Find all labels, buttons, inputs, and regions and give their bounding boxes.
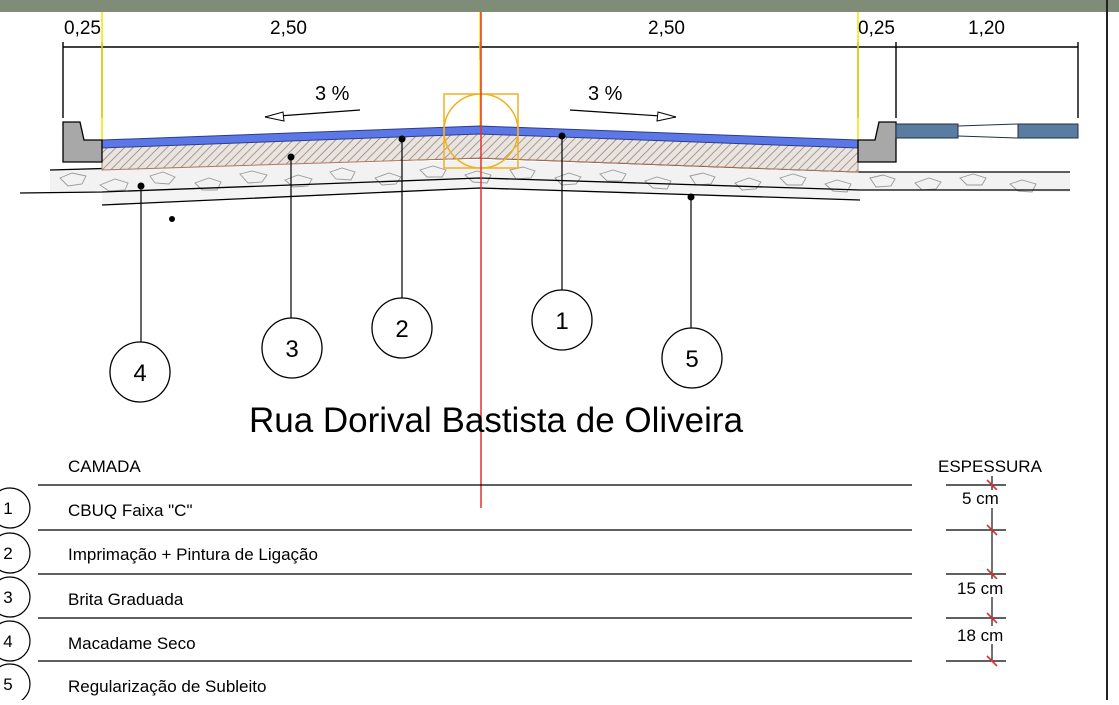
callout-circle-3 — [261, 317, 323, 379]
thickness-label-mask — [960, 490, 1006, 508]
curb-right — [857, 121, 897, 163]
thickness-dimensions: 5 cm 15 cm 18 cm — [946, 476, 1011, 667]
row-number: 3 — [3, 588, 12, 607]
dimension-label: 0,25 — [858, 18, 895, 39]
row-label: CBUQ Faixa "C" — [68, 501, 192, 520]
thickness-label-mask — [955, 626, 1011, 644]
slope-right: 3 % — [569, 83, 677, 122]
dimension-label: 2,50 — [648, 18, 685, 39]
dimension-chain: 0,25 2,50 2,50 0,25 1,20 — [62, 18, 1079, 118]
slope-arrow-head — [264, 111, 285, 122]
row-label: Macadame Seco — [68, 634, 196, 653]
street-title: Rua Dorival Bastista de Oliveira — [249, 401, 744, 440]
thickness-value: 18 cm — [957, 626, 1003, 645]
thickness-ticks — [986, 479, 998, 667]
callouts: 4 3 2 1 5 — [109, 132, 723, 403]
callout-circle-5 — [661, 327, 723, 389]
dimension-label: 1,20 — [968, 18, 1005, 39]
row-number: 2 — [3, 544, 12, 563]
callout-circle-4 — [109, 341, 171, 403]
table-header-thickness: ESPESSURA — [938, 457, 1043, 476]
sidewalk-paver — [1017, 123, 1079, 139]
row-label: Imprimação + Pintura de Ligação — [68, 545, 318, 564]
sidewalk-edge — [957, 123, 1019, 127]
sidewalk — [895, 123, 1079, 139]
thickness-label-mask — [955, 579, 1011, 597]
thickness-value: 5 cm — [962, 489, 999, 508]
sidewalk-paver — [895, 123, 959, 139]
row-number: 4 — [3, 632, 12, 651]
slope-arrow-head — [656, 111, 677, 122]
callout-number-4: 4 — [133, 360, 146, 387]
slope-left: 3 % — [264, 83, 361, 122]
callout-number-5: 5 — [685, 346, 698, 373]
row-number-circle — [0, 532, 31, 574]
callout-circle-2 — [371, 297, 433, 359]
background-photo-strip — [0, 0, 1119, 12]
subgrade-bottom-line — [101, 187, 861, 206]
leader-dot — [558, 132, 566, 140]
subgrade-top-line — [19, 177, 1070, 194]
row-number-circle — [0, 487, 31, 529]
curb-left — [62, 121, 103, 163]
row-label: Brita Graduada — [68, 590, 184, 609]
row-number-circle — [0, 620, 31, 662]
layer-table: CAMADA ESPESSURA 1 2 3 4 5 CBUQ Faixa "C… — [0, 457, 1043, 705]
callout-number-2: 2 — [395, 316, 408, 343]
callout-number-1: 1 — [555, 308, 568, 335]
row-number: 1 — [3, 499, 12, 518]
thickness-value: 15 cm — [957, 579, 1003, 598]
leader-dot — [687, 193, 695, 201]
callout-number-3: 3 — [285, 336, 298, 363]
row-number: 5 — [3, 675, 12, 694]
table-header-layer: CAMADA — [68, 457, 141, 476]
slope-label-right: 3 % — [588, 83, 623, 105]
stray-dot — [169, 216, 175, 222]
leader-dot — [398, 135, 406, 143]
leader-dot — [287, 153, 295, 161]
slope-label-left: 3 % — [315, 83, 350, 105]
dimension-label: 2,50 — [270, 18, 307, 39]
leader-dot — [137, 182, 145, 190]
callout-circle-1 — [531, 289, 593, 351]
dimension-label: 0,25 — [64, 18, 101, 39]
row-label: Regularização de Subleito — [68, 677, 266, 696]
sidewalk-edge — [957, 135, 1019, 139]
row-number-circle — [0, 576, 31, 618]
